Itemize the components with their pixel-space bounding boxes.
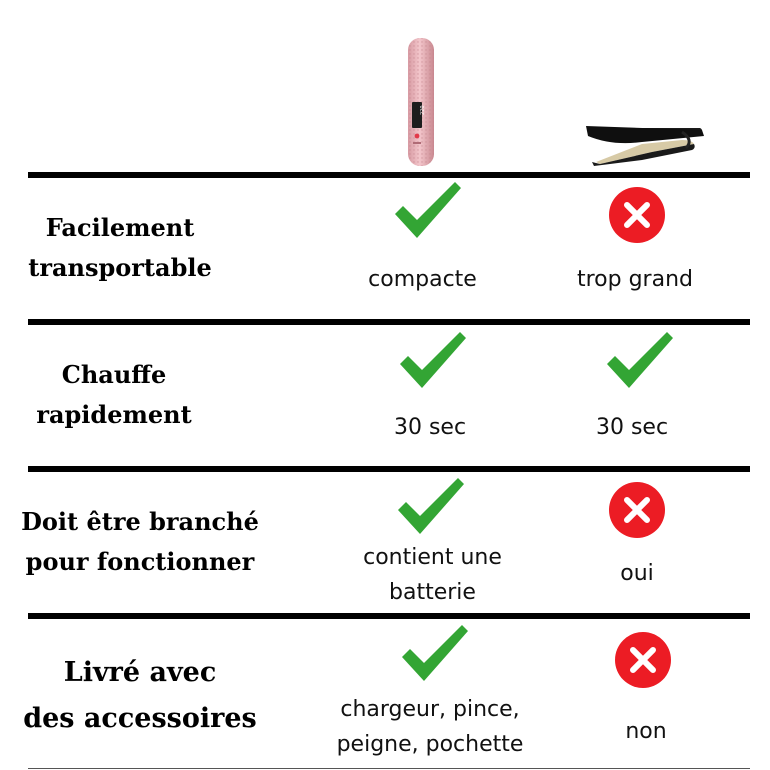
svg-text:220: 220 xyxy=(420,105,426,115)
check-icon xyxy=(396,476,466,536)
row-label-line2: des accessoires xyxy=(23,703,257,734)
cell-a-line2: peigne, pochette xyxy=(336,732,524,757)
check-icon xyxy=(605,330,675,390)
cell-a-line1: contient une xyxy=(363,545,502,570)
cell-b-line1: trop grand xyxy=(576,267,693,292)
product-image-flat-iron xyxy=(582,118,710,168)
row-label-line1: Doit être branché xyxy=(21,507,259,536)
cross-icon xyxy=(615,632,671,688)
cell-a-text: chargeur, pince, peigne, pochette xyxy=(310,692,550,762)
cell-a-text: contient une batterie xyxy=(320,540,545,610)
cell-b-text: 30 sec xyxy=(532,410,732,445)
row-label-line1: Facilement xyxy=(45,213,195,242)
row-label-chauffe: Chauffe rapidement xyxy=(0,355,234,435)
check-icon xyxy=(400,623,470,683)
cell-a-text: 30 sec xyxy=(330,410,530,445)
cell-b-line1: 30 sec xyxy=(595,415,669,440)
cell-b-text: oui xyxy=(537,556,737,591)
cell-a-line1: 30 sec xyxy=(393,415,467,440)
cross-icon xyxy=(609,187,665,243)
row-label-branche: Doit être branché pour fonctionner xyxy=(20,502,260,582)
table-rule-1 xyxy=(28,319,750,325)
table-rule-2 xyxy=(28,466,750,472)
table-rule-top xyxy=(28,172,750,178)
cell-a-line2: batterie xyxy=(389,580,476,605)
cell-b-text: trop grand xyxy=(535,262,735,297)
check-icon xyxy=(398,330,468,390)
cell-a-text: compacte xyxy=(320,262,525,297)
cross-icon xyxy=(609,482,665,538)
row-label-line1: Chauffe xyxy=(61,360,167,389)
row-label-line2: pour fonctionner xyxy=(25,547,255,576)
check-icon xyxy=(393,180,463,240)
row-label-accessoires: Livré avec des accessoires xyxy=(20,650,260,742)
cell-b-line1: non xyxy=(625,719,667,744)
product-image-mini-straightener: 220 xyxy=(404,36,438,168)
cell-b-text: non xyxy=(546,714,746,749)
cell-b-line1: oui xyxy=(620,561,654,586)
cell-a-line1: chargeur, pince, xyxy=(340,697,520,722)
row-label-line2: transportable xyxy=(28,253,212,282)
row-label-line1: Livré avec xyxy=(63,657,217,688)
row-label-transportable: Facilement transportable xyxy=(0,208,240,288)
row-label-line2: rapidement xyxy=(36,400,192,429)
cell-a-line1: compacte xyxy=(368,267,477,292)
table-rule-3 xyxy=(28,613,750,619)
table-rule-bottom xyxy=(28,768,750,769)
